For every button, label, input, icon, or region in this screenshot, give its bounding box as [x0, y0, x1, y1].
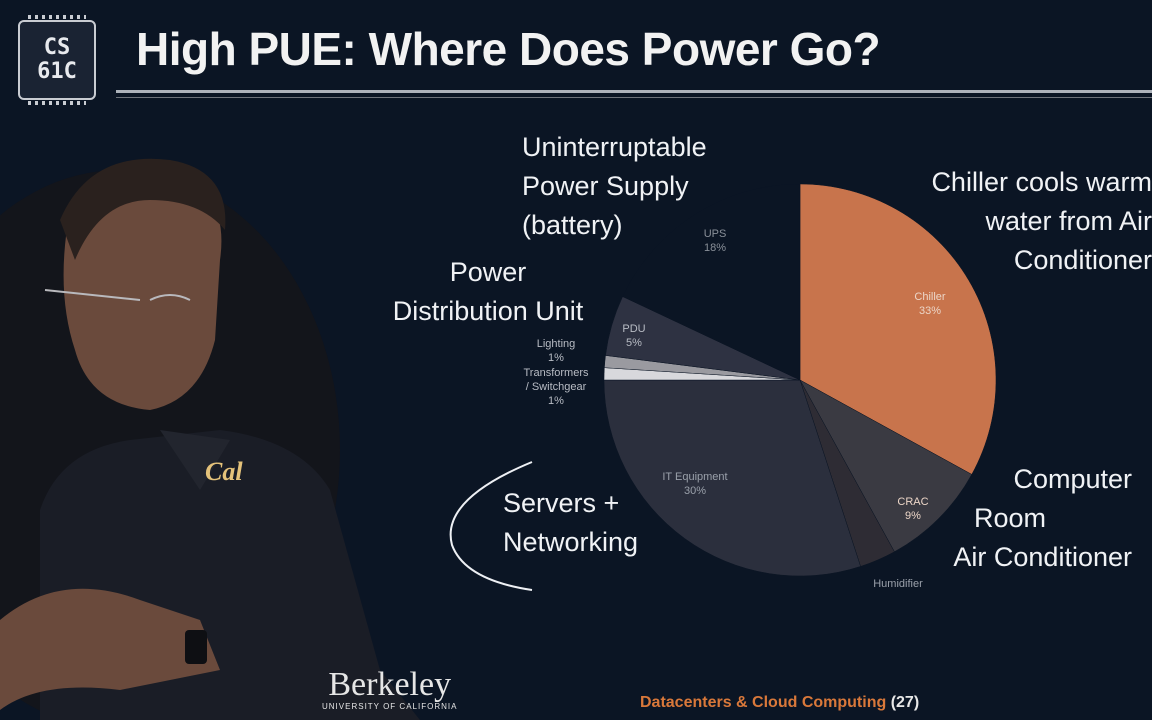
presenter-video: Cal — [0, 158, 420, 720]
pie-slice-it-equipment — [603, 379, 861, 577]
pie-label-humidifier: Humidifier — [873, 578, 923, 590]
callout-chiller-line1: Chiller cools warm — [931, 167, 1152, 197]
pie-value-it-equipment: 30% — [684, 485, 706, 497]
pie-slice-ups — [622, 183, 801, 381]
callout-pdu-line1: Power — [449, 257, 527, 287]
title-rule-thin — [116, 97, 1152, 98]
callout-ups-line2: Power Supply — [522, 171, 689, 201]
cal-shirt-logo: Cal — [205, 457, 243, 486]
pie-value-ups: 18% — [704, 242, 726, 254]
logo-line1: CS — [43, 35, 71, 60]
pie-value-crac: 9% — [905, 510, 921, 522]
pie-value-pdu: 5% — [626, 337, 642, 349]
cs61c-logo: CS 61C — [18, 15, 96, 105]
callout-crac-line2: Room — [973, 503, 1046, 533]
callout-crac-line1: Computer — [1013, 464, 1132, 494]
title-rule — [116, 90, 1152, 93]
pie-value-transformers-switchgear: 1% — [548, 395, 564, 407]
slide-title: High PUE: Where Does Power Go? — [136, 23, 881, 75]
page-number: (27) — [890, 694, 920, 711]
berkeley-subtitle: UNIVERSITY OF CALIFORNIA — [322, 702, 458, 711]
callout-pdu-line2: Distribution Unit — [392, 296, 584, 326]
pie-value-lighting: 1% — [548, 352, 564, 364]
berkeley-logo: Berkeley UNIVERSITY OF CALIFORNIA — [322, 666, 458, 712]
callout-crac: Computer Room Air Conditioner — [920, 460, 1132, 577]
slide-footer: Datacenters & Cloud Computing (27) — [640, 694, 919, 712]
callout-servers-line2: Networking — [503, 527, 639, 557]
footer-topic: Datacenters & Cloud Computing — [640, 694, 887, 711]
callout-ups-line3: (battery) — [522, 210, 623, 240]
berkeley-wordmark: Berkeley — [328, 666, 452, 703]
callout-servers: Servers + Networking — [503, 484, 638, 562]
callout-crac-line3: Air Conditioner — [953, 542, 1132, 572]
pie-slice-crac — [799, 379, 973, 553]
logo-line2: 61C — [37, 59, 77, 84]
callout-pdu: Power Distribution Unit — [383, 253, 593, 331]
callout-chiller: Chiller cools warm water from Air Condit… — [931, 163, 1152, 280]
callout-chiller-line2: water from Air — [985, 206, 1152, 236]
callout-servers-line1: Servers + — [503, 488, 620, 518]
callout-ups: Uninterruptable Power Supply (battery) — [522, 128, 707, 245]
callout-chiller-line3: Conditioner — [1013, 245, 1152, 275]
callout-ups-line1: Uninterruptable — [522, 132, 707, 162]
pie-value-chiller: 33% — [919, 305, 941, 317]
pie-slice-chiller — [799, 183, 997, 475]
annotation-bracket — [449, 461, 533, 591]
